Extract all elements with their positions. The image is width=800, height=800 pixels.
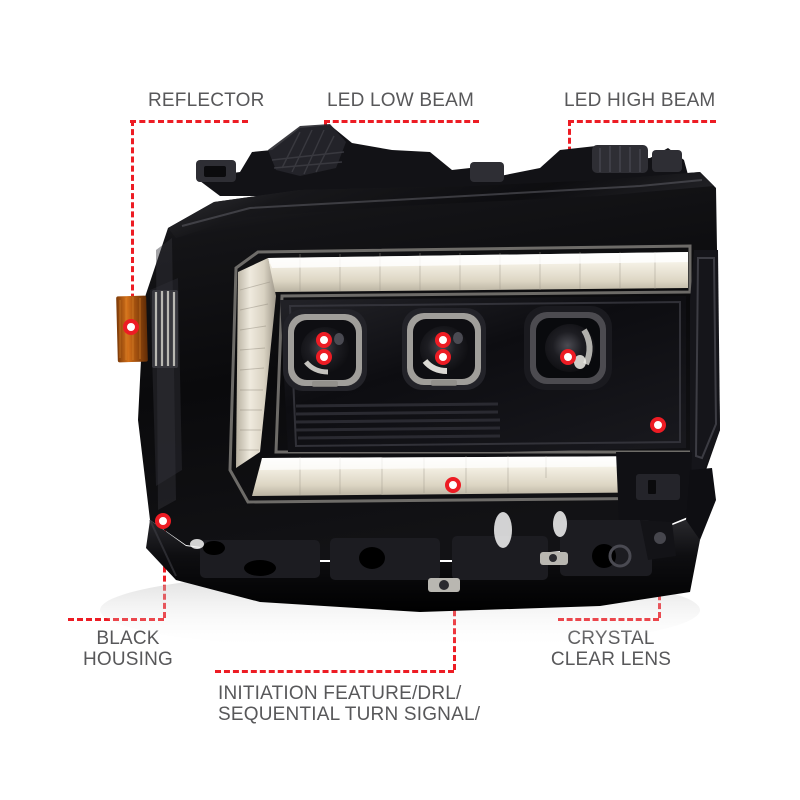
callout-label-initiation-drl: INITIATION FEATURE/DRL/ SEQUENTIAL TURN … xyxy=(218,683,481,726)
projector-module-3 xyxy=(524,306,612,390)
drl-left-column xyxy=(236,258,276,468)
dot-high-beam[interactable] xyxy=(560,349,576,365)
callout-label-reflector: REFLECTOR xyxy=(148,90,265,111)
callout-label-led-low-beam: LED LOW BEAM xyxy=(327,90,475,111)
dot-crystal-clear-lens[interactable] xyxy=(650,417,666,433)
dot-low-beam-2-upper[interactable] xyxy=(435,332,451,348)
dot-low-beam-2-lower[interactable] xyxy=(435,349,451,365)
dot-low-beam-1-upper[interactable] xyxy=(316,332,332,348)
callout-label-led-high-beam: LED HIGH BEAM xyxy=(564,90,716,111)
callout-label-black-housing: BLACK HOUSING xyxy=(82,628,174,671)
dot-black-housing[interactable] xyxy=(155,513,171,529)
dot-initiation-drl[interactable] xyxy=(445,477,461,493)
dot-low-beam-1-lower[interactable] xyxy=(316,349,332,365)
dot-reflector[interactable] xyxy=(123,319,139,335)
